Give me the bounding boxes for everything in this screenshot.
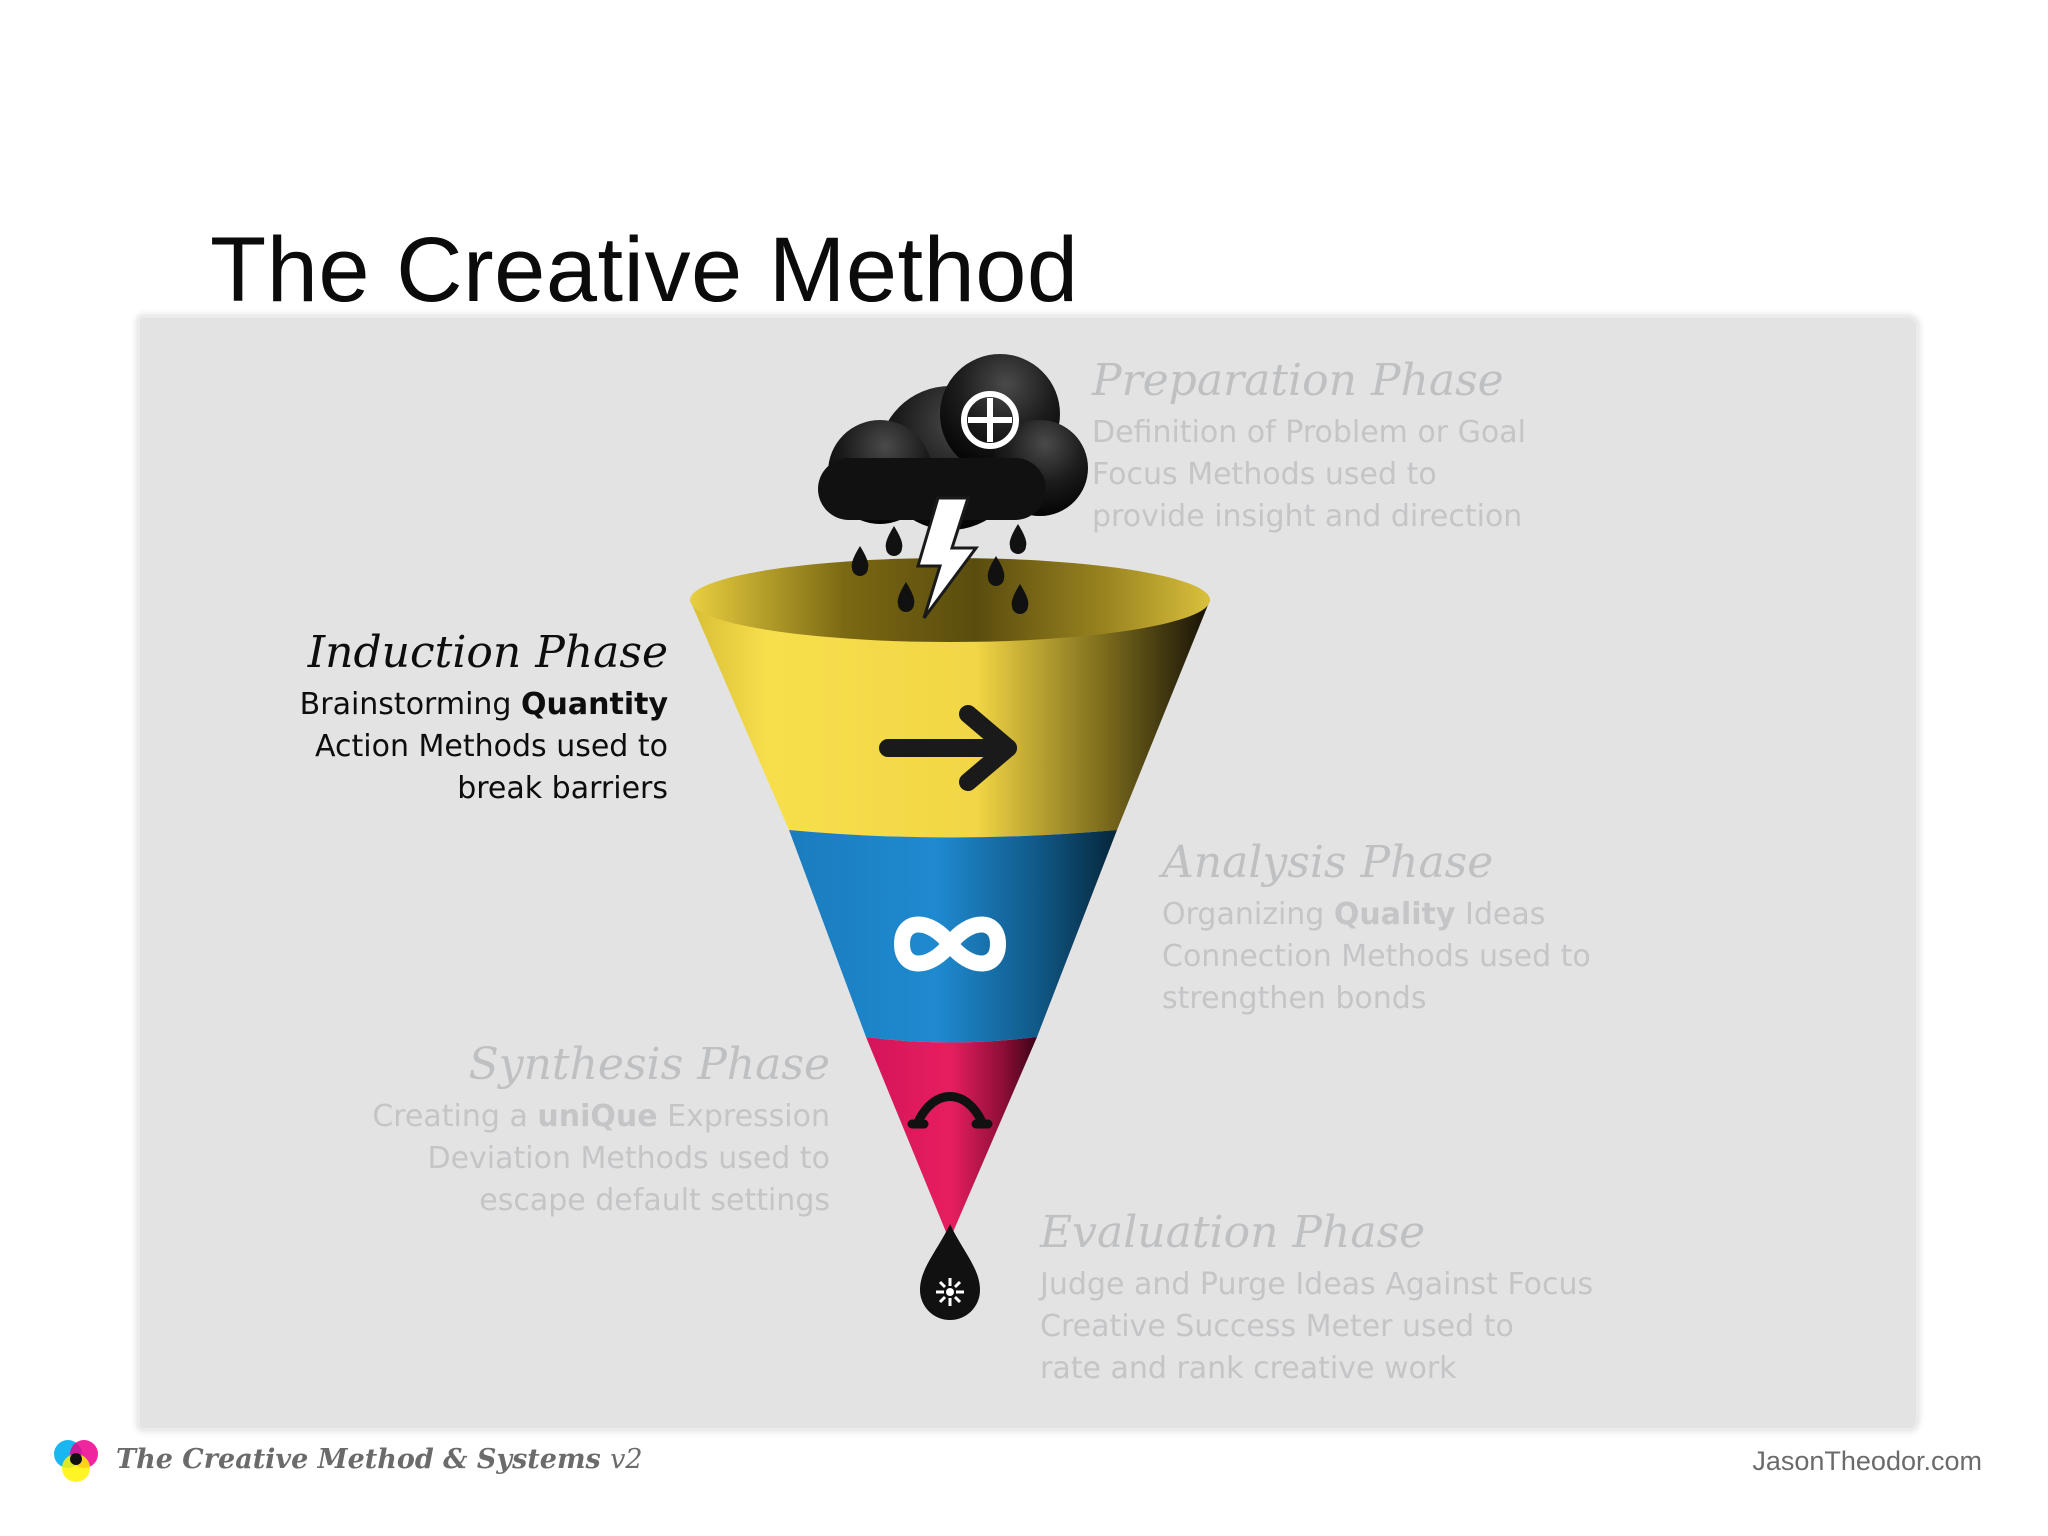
phase-line: Organizing Quality Ideas [1162, 894, 1591, 936]
line-emphasis: Quantity [521, 687, 668, 722]
line-emphasis: Quality [1333, 897, 1456, 932]
phase-line: Creative Success Meter used to [1040, 1309, 1514, 1344]
cmy-circles-logo [54, 1440, 98, 1482]
phase-name: Synthesis Phase [468, 1039, 830, 1090]
arrow-right-icon [879, 705, 1017, 791]
phase-name: Analysis Phase [1162, 837, 1494, 888]
phase-analysis: Analysis Phase Organizing Quality Ideas … [1162, 836, 1591, 1020]
footer-title-text: The Creative Method & Systems [116, 1444, 601, 1475]
funnel-rim [690, 558, 1210, 642]
deviation-curve-icon [907, 1092, 993, 1129]
phase-name: Evaluation Phase [1040, 1207, 1426, 1258]
phase-synthesis: Synthesis Phase Creating a uniQue Expres… [372, 1038, 830, 1222]
line-text: Organizing [1162, 897, 1334, 932]
phase-preparation: Preparation Phase Definition of Problem … [1092, 354, 1526, 538]
drop-meter-icon [920, 1224, 980, 1320]
phase-line: Connection Methods used to [1162, 939, 1591, 974]
footer-site: JasonTheodor.com [1752, 1446, 1982, 1476]
phase-line: rate and rank creative work [1040, 1351, 1457, 1386]
phase-line: Action Methods used to [315, 729, 668, 764]
phase-induction: Induction Phase Brainstorming Quantity A… [300, 626, 668, 810]
line-text: Brainstorming [299, 687, 522, 722]
phase-line: Definition of Problem or Goal [1092, 415, 1526, 450]
funnel-section-synthesis [866, 1037, 1037, 1232]
phase-line: Judge and Purge Ideas Against Focus [1040, 1267, 1594, 1302]
infinity-icon [894, 916, 1006, 972]
phase-line: Creating a uniQue Expression [372, 1096, 830, 1138]
phase-line: break barriers [457, 771, 668, 806]
phase-line: strengthen bonds [1162, 981, 1427, 1016]
footer-version: v2 [610, 1444, 643, 1475]
line-emphasis: uniQue [537, 1099, 658, 1134]
phase-line: Deviation Methods used to [427, 1141, 830, 1176]
funnel-section-induction [690, 600, 1210, 838]
phase-line: provide insight and direction [1092, 499, 1523, 534]
storm-cloud-crosshair-icon [818, 354, 1088, 619]
line-text: Ideas [1455, 897, 1546, 932]
footer-title: The Creative Method & Systems v2 [116, 1444, 643, 1475]
phase-evaluation: Evaluation Phase Judge and Purge Ideas A… [1040, 1206, 1593, 1390]
phase-line: escape default settings [479, 1183, 830, 1218]
page-title: The Creative Method [210, 219, 1079, 321]
phase-name: Induction Phase [307, 627, 668, 678]
line-text: Creating a [372, 1099, 538, 1134]
line-text: Expression [657, 1099, 830, 1134]
phase-line: Focus Methods used to [1092, 457, 1437, 492]
phase-name: Preparation Phase [1092, 355, 1504, 406]
phase-line: Brainstorming Quantity [300, 684, 668, 726]
